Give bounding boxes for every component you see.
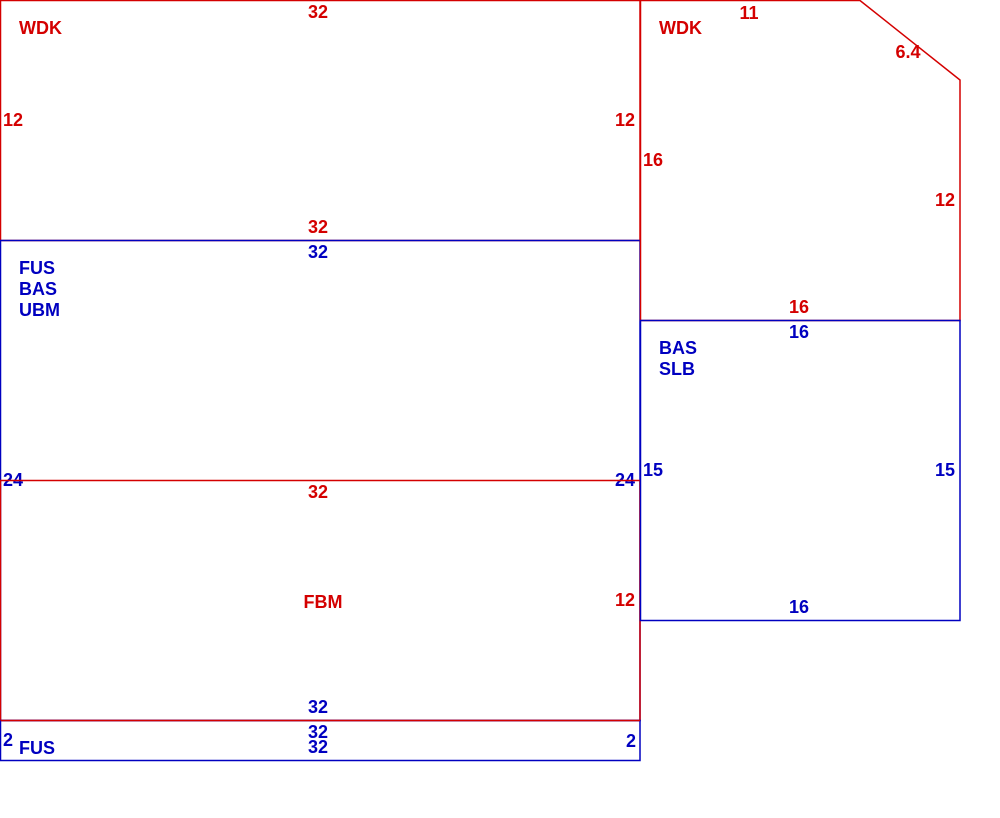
fus-strip-dim-bottom: 32 — [308, 737, 328, 757]
fbm-dim-right: 12 — [615, 590, 635, 610]
area-wdk-right: WDK 11 6.4 16 12 16 — [639, 0, 961, 322]
wdk-left-label: WDK — [19, 18, 62, 38]
fus-main-label-3: UBM — [19, 300, 60, 320]
wdk-right-label: WDK — [659, 18, 702, 38]
fus-strip-label: FUS — [19, 738, 55, 758]
wdk-right-dim-top: 11 — [739, 3, 758, 23]
fus-main-label-1: FUS — [19, 258, 55, 278]
bas-slb-dim-top: 16 — [789, 322, 809, 342]
area-fbm: FBM 32 12 32 — [0, 479, 641, 722]
wdk-left-dim-top: 32 — [308, 2, 328, 22]
fus-strip-dim-left: 2 — [3, 730, 13, 750]
wdk-left-outline — [0, 0, 641, 242]
area-wdk-left: WDK 32 12 12 32 — [0, 0, 641, 242]
bas-slb-label-2: SLB — [659, 359, 695, 379]
bas-slb-dim-bottom: 16 — [789, 597, 809, 617]
fus-strip-dim-right: 2 — [626, 731, 636, 751]
wdk-right-dim-chamfer: 6.4 — [895, 42, 920, 62]
fbm-label: FBM — [304, 592, 343, 612]
fus-strip-dim-top: 32 — [308, 722, 328, 742]
wdk-right-outline — [639, 0, 961, 322]
wdk-left-dim-left: 12 — [3, 110, 23, 130]
bas-slb-dim-right: 15 — [935, 460, 955, 480]
bas-slb-outline — [639, 319, 961, 622]
area-bas-slb: BAS SLB 16 15 15 16 — [639, 319, 961, 622]
area-fus-strip: FUS 32 32 2 2 — [0, 719, 641, 762]
fbm-dim-top: 32 — [308, 482, 328, 502]
bas-slb-label-1: BAS — [659, 338, 697, 358]
fus-main-label-2: BAS — [19, 279, 57, 299]
wdk-left-dim-right: 12 — [615, 110, 635, 130]
fus-main-dim-top: 32 — [308, 242, 328, 262]
wdk-left-dim-bottom: 32 — [308, 217, 328, 237]
wdk-right-dim-bottom: 16 — [789, 297, 809, 317]
wdk-right-dim-right: 12 — [935, 190, 955, 210]
wdk-right-dim-left: 16 — [643, 150, 663, 170]
bas-slb-dim-left: 15 — [643, 460, 663, 480]
fbm-dim-bottom: 32 — [308, 697, 328, 717]
